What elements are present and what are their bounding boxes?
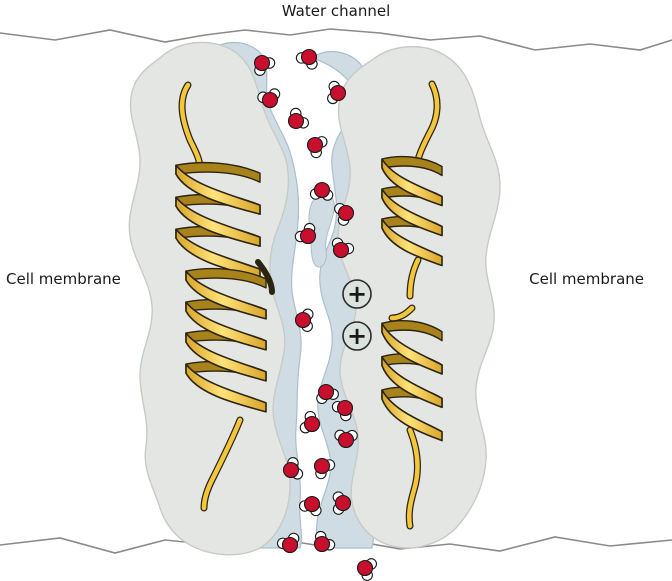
water-molecule <box>334 202 355 226</box>
water-molecule <box>334 429 358 449</box>
water-channel-label: Water channel <box>281 2 391 20</box>
water-molecule <box>253 54 276 76</box>
water-molecule <box>257 88 281 109</box>
ion-symbol: + <box>347 322 367 350</box>
water-molecule <box>327 80 347 105</box>
membrane-top-line <box>0 28 672 51</box>
water-molecule <box>316 383 339 405</box>
water-molecule <box>276 532 300 554</box>
cell-membrane-label-right: Cell membrane <box>529 270 644 288</box>
water-molecule <box>332 491 352 515</box>
alpha-helices <box>175 80 443 530</box>
left-helix-lower <box>185 267 267 512</box>
water-molecule <box>294 308 314 332</box>
right-helix-upper <box>381 80 443 300</box>
ion-symbol: + <box>347 280 367 308</box>
cell-membrane-label-left: Cell membrane <box>6 270 121 288</box>
water-molecule <box>331 237 355 259</box>
water-molecule <box>331 399 354 422</box>
right-helix-lower <box>381 304 443 530</box>
left-helix-upper <box>175 81 261 279</box>
water-molecules <box>253 48 378 581</box>
water-molecule <box>294 222 317 245</box>
water-molecule <box>309 181 334 201</box>
water-molecule <box>306 136 328 159</box>
positive-ion: + <box>342 279 372 309</box>
water-molecule <box>299 495 322 517</box>
water-molecule <box>313 530 336 553</box>
water-molecule <box>282 457 304 480</box>
water-molecule <box>299 410 321 434</box>
water-molecule <box>356 558 378 581</box>
water-molecule <box>295 48 318 70</box>
water-molecule <box>287 107 310 130</box>
positive-ion: + <box>342 321 372 351</box>
water-molecule <box>313 457 336 480</box>
